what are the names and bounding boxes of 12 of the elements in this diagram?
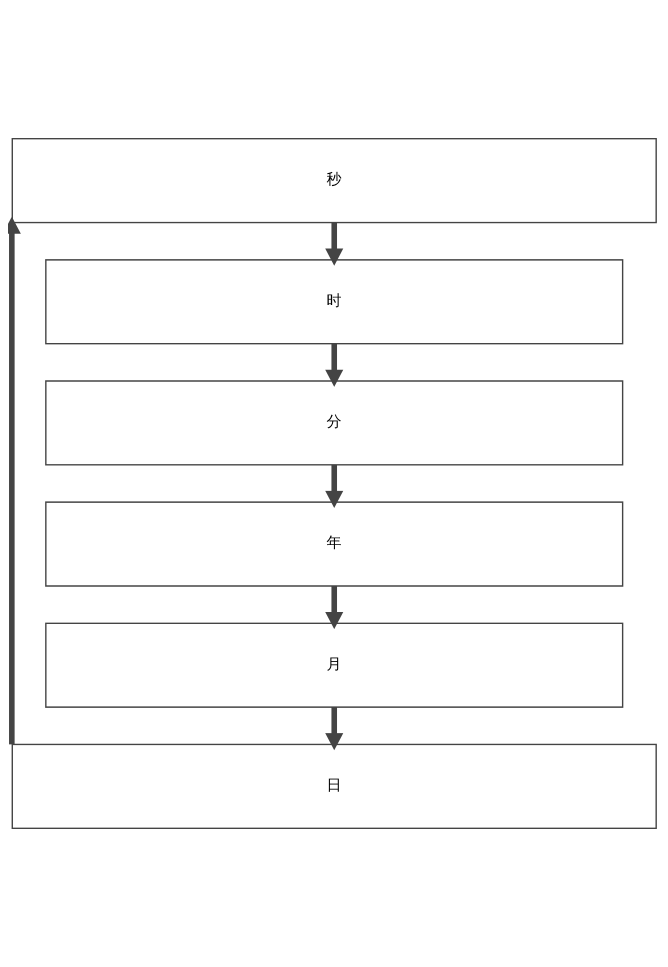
node-box: 秒 [12,138,657,224]
arrow [8,216,21,744]
node-box: 年 [45,501,624,587]
node-box: 分 [45,380,624,466]
arrow [325,344,344,387]
node-box: 时 [45,259,624,344]
arrow [325,707,344,750]
arrow [325,464,344,508]
node-box: 月 [45,622,624,708]
arrow [325,586,344,630]
arrow [325,222,344,266]
node-box: 日 [12,744,657,829]
